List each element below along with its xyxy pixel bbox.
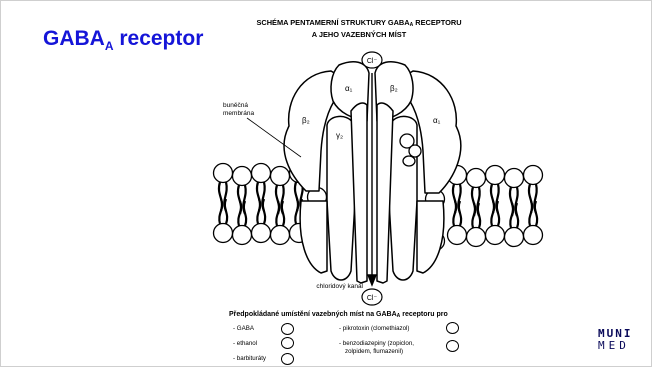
phospholipid-head — [505, 228, 524, 247]
legend-symbol-ethanol — [281, 337, 294, 349]
legend-item-benzodiazepines-line-1: - benzodiazepiny (zopiclon, — [339, 340, 414, 348]
legend-symbol-barbiturates — [281, 353, 294, 365]
muni-med-logo: MUNI MED — [598, 328, 638, 352]
channel-label: chloridový kanál — [316, 283, 363, 290]
phospholipid-head — [467, 228, 486, 247]
legend-item-benzodiazepines-line-2: zolpidem, flumazenil) — [339, 348, 414, 356]
legend-heading: Předpokládané umístění vazebných míst na… — [229, 311, 448, 319]
phospholipid-head — [467, 169, 486, 188]
lipid-tail — [282, 201, 284, 226]
phospholipid-head — [252, 164, 271, 183]
lipid-tail — [244, 201, 246, 226]
lipid-tail — [535, 201, 537, 226]
chloride-ion-bottom: Cl⁻ — [362, 289, 382, 305]
phospholipid-head — [214, 224, 233, 243]
subunit-label-alpha1-right: α₁ — [433, 116, 441, 125]
phospholipid-head — [486, 226, 505, 245]
lipid-tail — [459, 201, 461, 226]
lipid-tail — [263, 199, 265, 224]
lipid-tail — [225, 199, 227, 224]
intracellular-domain-left — [300, 201, 327, 273]
chloride-ion-top: Cl⁻ — [362, 52, 382, 68]
phospholipid-head — [271, 167, 290, 186]
legend-item-gaba: - GABA — [233, 325, 254, 333]
channel-wall-right — [377, 103, 393, 283]
legend-symbol-picrotoxin — [446, 322, 459, 334]
phospholipid-head — [486, 166, 505, 185]
phospholipid-head — [505, 169, 524, 188]
phospholipid-head — [252, 224, 271, 243]
legend-heading-text-end: receptoru pro — [400, 311, 447, 318]
binding-loop — [409, 145, 421, 157]
legend-symbol-benzodiazepines — [446, 340, 459, 352]
lipid-tail — [516, 203, 518, 228]
phospholipid-head — [524, 226, 543, 245]
subunit-gamma2-shape — [327, 116, 355, 280]
subunit-label-beta2-left: β₂ — [302, 116, 310, 125]
phospholipid-head — [214, 164, 233, 183]
legend-item-barbiturates: - barbituráty — [233, 355, 266, 363]
phospholipid-head — [524, 166, 543, 185]
binding-sites-legend: Předpokládané umístění vazebných míst na… — [229, 311, 448, 319]
phospholipid-head — [233, 226, 252, 245]
chloride-ion-top-label: Cl⁻ — [367, 58, 378, 65]
phospholipid-head — [233, 167, 252, 186]
legend-item-benzodiazepines: - benzodiazepiny (zopiclon, zolpidem, fl… — [339, 340, 414, 355]
membrane-label-line-2: membrána — [223, 110, 254, 117]
phospholipid-head — [448, 226, 467, 245]
lipid-tail — [478, 203, 480, 228]
chloride-flow-arrow — [368, 73, 376, 285]
lipid-tail — [497, 201, 499, 226]
subunit-label-alpha1-left: α₁ — [345, 84, 353, 93]
logo-line-2: MED — [598, 340, 638, 352]
legend-symbol-gaba — [281, 323, 294, 335]
phospholipid-head — [271, 226, 290, 245]
intracellular-domain-right — [417, 201, 444, 273]
binding-loop — [403, 156, 415, 166]
legend-heading-text: Předpokládané umístění vazebných míst na… — [229, 311, 397, 318]
legend-item-ethanol: - ethanol — [233, 340, 257, 348]
chloride-ion-bottom-label: Cl⁻ — [367, 295, 378, 302]
legend-item-picrotoxin: - pikrotoxin (clomethiazol) — [339, 325, 410, 333]
channel-wall-left — [351, 103, 367, 283]
subunit-label-gamma2: γ₂ — [336, 131, 343, 140]
subunit-label-beta2-right: β₂ — [390, 84, 398, 93]
membrane-label-line-1: buněčná — [223, 102, 248, 109]
